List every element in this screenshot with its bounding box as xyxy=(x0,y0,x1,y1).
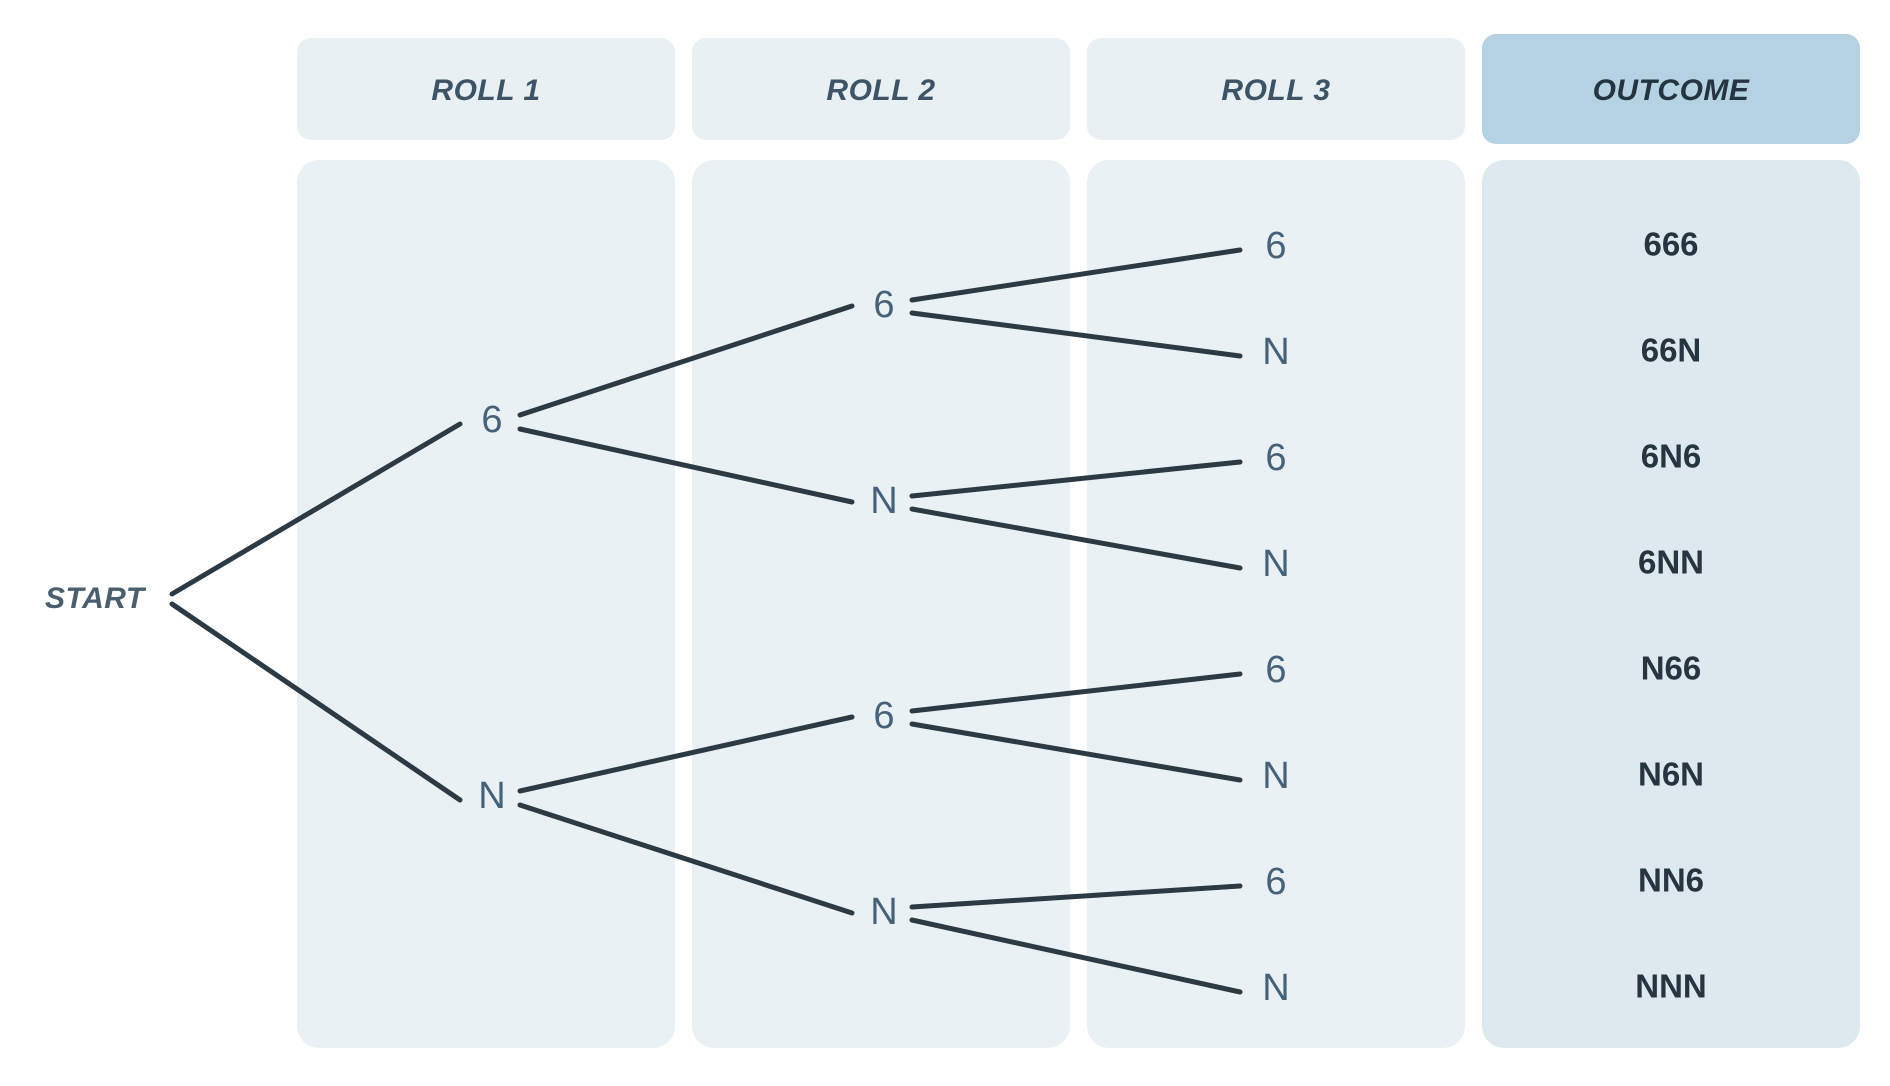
node-roll3-2: N xyxy=(1262,331,1289,373)
outcome-labels: 666 66N 6N6 6NN N66 N6N NN6 NNN xyxy=(1635,226,1707,1005)
branch-r2-Na-to-r3-6 xyxy=(909,459,1243,499)
outcome-row-4: 6NN xyxy=(1638,544,1704,581)
node-roll2-6-b: 6 xyxy=(873,695,894,737)
branch-r2-6a-to-r3-N xyxy=(909,310,1243,359)
branch-start-to-r1-N xyxy=(169,601,463,803)
node-roll2-N-a: N xyxy=(870,480,897,522)
branch-lines xyxy=(169,247,1243,995)
branch-r2-6b-to-r3-N xyxy=(909,721,1243,783)
column-panel-outcome xyxy=(1482,160,1860,1048)
outcome-row-2: 66N xyxy=(1641,332,1702,369)
branch-r1-N-to-r2-6 xyxy=(517,714,855,794)
branch-r1-N-to-r2-N xyxy=(517,802,855,916)
column-headers: ROLL 1 ROLL 2 ROLL 3 OUTCOME xyxy=(297,34,1860,144)
node-roll3-8: N xyxy=(1262,967,1289,1009)
node-roll1-N: N xyxy=(478,775,505,817)
outcome-row-6: N6N xyxy=(1638,756,1704,793)
column-header-pill-roll3 xyxy=(1087,38,1465,140)
branch-r2-Nb-to-r3-N xyxy=(909,917,1243,995)
column-panel-roll1 xyxy=(297,160,675,1048)
column-header-label-roll3: ROLL 3 xyxy=(1221,74,1330,107)
node-roll3-5: 6 xyxy=(1265,649,1286,691)
roll3-nodes: 6 N 6 N 6 N 6 N xyxy=(1262,225,1289,1009)
branch-r1-6-to-r2-N xyxy=(517,426,855,505)
start-label: START xyxy=(45,582,147,615)
node-roll2-6-a: 6 xyxy=(873,284,894,326)
outcome-row-8: NNN xyxy=(1635,968,1707,1005)
column-header-label-roll2: ROLL 2 xyxy=(826,74,935,107)
outcome-row-7: NN6 xyxy=(1638,862,1704,899)
node-roll3-4: N xyxy=(1262,543,1289,585)
node-roll3-7: 6 xyxy=(1265,861,1286,903)
column-panels xyxy=(297,160,1860,1048)
node-roll3-1: 6 xyxy=(1265,225,1286,267)
roll1-nodes: 6 N xyxy=(478,399,505,817)
column-header-pill-outcome xyxy=(1482,34,1860,144)
node-roll3-3: 6 xyxy=(1265,437,1286,479)
column-header-label-roll1: ROLL 1 xyxy=(431,74,540,107)
node-roll1-6: 6 xyxy=(481,399,502,441)
branch-r2-6b-to-r3-6 xyxy=(909,671,1243,714)
node-roll3-6: N xyxy=(1262,755,1289,797)
outcome-row-3: 6N6 xyxy=(1641,438,1702,475)
outcome-row-1: 666 xyxy=(1643,226,1698,263)
column-header-pill-roll2 xyxy=(692,38,1070,140)
branch-r2-6a-to-r3-6 xyxy=(909,247,1243,303)
branch-r2-Nb-to-r3-6 xyxy=(909,883,1243,910)
roll2-nodes: 6 N 6 N xyxy=(870,284,897,933)
column-header-pill-roll1 xyxy=(297,38,675,140)
column-panel-roll3 xyxy=(1087,160,1465,1048)
column-header-label-outcome: OUTCOME xyxy=(1593,74,1750,107)
column-panel-roll2 xyxy=(692,160,1070,1048)
branch-start-to-r1-6 xyxy=(169,421,463,597)
branch-r1-6-to-r2-6 xyxy=(517,303,855,418)
outcome-row-5: N66 xyxy=(1641,650,1702,687)
node-roll2-N-b: N xyxy=(870,891,897,933)
branch-r2-Na-to-r3-N xyxy=(909,506,1243,571)
